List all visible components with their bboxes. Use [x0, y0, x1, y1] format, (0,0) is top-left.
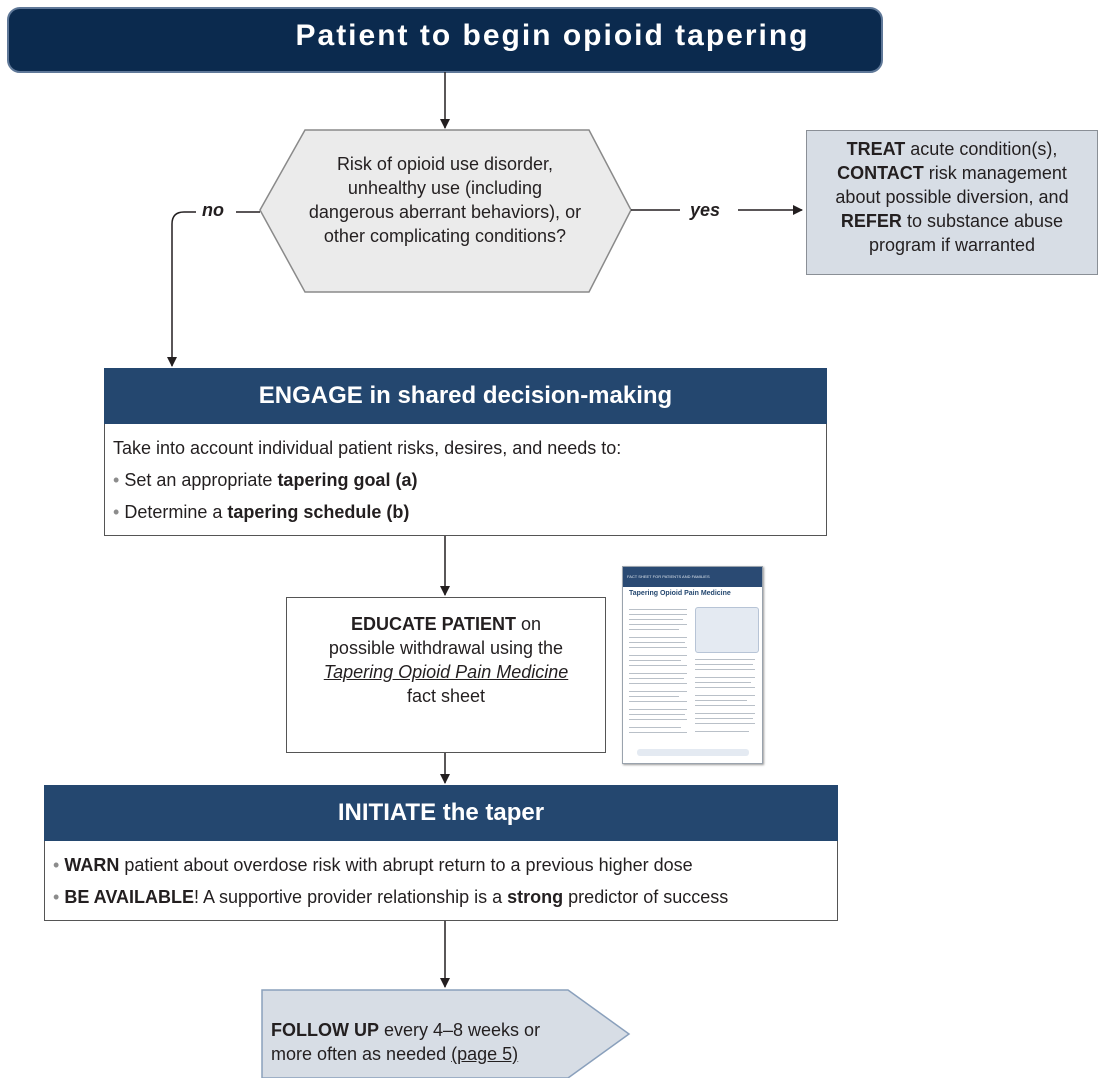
text-line [629, 637, 687, 638]
tapering-schedule-term: tapering schedule (b) [227, 502, 410, 522]
be-available-end: predictor of success [563, 887, 729, 907]
decision-question: Risk of opioid use disorder, unhealthy u… [272, 152, 618, 248]
text-line [695, 713, 755, 714]
decision-line: dangerous aberrant behaviors), or [308, 202, 582, 222]
text-line [629, 732, 687, 733]
text-line [629, 655, 687, 656]
text-line [629, 727, 681, 728]
page-title: Patient to begin opioid tapering [295, 19, 810, 52]
engage-bullet-1-text: Set an appropriate [124, 470, 278, 490]
text-line [629, 719, 687, 720]
text-line [629, 660, 681, 661]
text-line [695, 659, 755, 660]
fact-sheet-footer-bar [637, 749, 749, 756]
contact-text: risk management [923, 163, 1067, 183]
engage-bullet-1: • Set an appropriate tapering goal (a) [113, 464, 818, 496]
treat-text: acute condition(s), [905, 139, 1058, 159]
text-line [695, 677, 755, 678]
fact-sheet-link[interactable]: Tapering Opioid Pain Medicine [323, 662, 569, 682]
decision-line: unhealthy use (including [347, 178, 543, 198]
fact-sheet-header: FACT SHEET FOR PATIENTS AND FAMILIES [623, 567, 762, 587]
text-line [629, 665, 687, 666]
text-line [695, 669, 755, 670]
contact-keyword: CONTACT [837, 163, 924, 183]
yes-label: yes [690, 200, 721, 220]
follow-up-text: FOLLOW UP every 4–8 weeks or more often … [271, 1018, 601, 1066]
follow-up-keyword: FOLLOW UP [271, 1020, 379, 1040]
bullet-icon: • [113, 502, 120, 522]
educate-keyword: EDUCATE PATIENT [350, 614, 516, 634]
decision-hexagon [259, 129, 632, 293]
strong-keyword: strong [507, 887, 564, 907]
warn-text: patient about overdose risk with abrupt … [119, 855, 693, 875]
text-line [629, 691, 687, 692]
no-arrow [167, 211, 196, 367]
decision-line: Risk of opioid use disorder, [336, 154, 554, 174]
text-line [695, 664, 753, 665]
warn-keyword: WARN [64, 855, 120, 875]
refer-keyword: REFER [840, 211, 902, 231]
be-available-keyword: BE AVAILABLE [64, 887, 194, 907]
initiate-bullet-2: • BE AVAILABLE! A supportive provider re… [53, 881, 829, 913]
text-line [695, 695, 755, 696]
text-line [695, 731, 749, 732]
text-line [629, 619, 683, 620]
text-line [695, 705, 755, 706]
engage-panel: Take into account individual patient ris… [104, 424, 827, 536]
text-line [695, 687, 755, 688]
initiate-panel: • WARN patient about overdose risk with … [44, 841, 838, 921]
text-line [629, 714, 685, 715]
page-5-link[interactable]: (page 5) [451, 1044, 519, 1064]
follow-up-shape [261, 989, 631, 1078]
decision-line: other complicating conditions? [323, 226, 567, 246]
tapering-goal-term: tapering goal (a) [277, 470, 418, 490]
bullet-icon: • [113, 470, 120, 490]
follow-up-line-2: more often as needed [271, 1044, 452, 1064]
engage-bullet-2-text: Determine a [124, 502, 228, 522]
text-line [629, 624, 687, 625]
bullet-icon: • [53, 887, 60, 907]
engage-intro: Take into account individual patient ris… [113, 438, 622, 458]
text-line [629, 647, 687, 648]
no-label: no [202, 200, 224, 220]
be-available-text: ! A supportive provider relationship is … [194, 887, 508, 907]
engage-bullet-2: • Determine a tapering schedule (b) [113, 496, 818, 528]
fact-sheet-title: Tapering Opioid Pain Medicine [629, 590, 731, 597]
text-line [695, 723, 755, 724]
treat-keyword: TREAT [846, 139, 906, 159]
treat-line-3: about possible diversion, and [835, 187, 1069, 207]
text-line [695, 682, 751, 683]
fact-sheet-thumbnail[interactable]: FACT SHEET FOR PATIENTS AND FAMILIES Tap… [622, 566, 763, 764]
educate-line-2: possible withdrawal using the [328, 638, 564, 658]
text-line [629, 609, 687, 610]
text-line [629, 642, 685, 643]
text-line [629, 709, 687, 710]
text-line [629, 614, 687, 615]
follow-up-rest: every 4–8 weeks or [378, 1020, 541, 1040]
text-line [629, 696, 679, 697]
treat-line-5: program if warranted [868, 235, 1036, 255]
treat-box: TREAT acute condition(s), CONTACT risk m… [806, 130, 1098, 275]
educate-box: EDUCATE PATIENT on possible withdrawal u… [286, 597, 606, 753]
text-line [629, 629, 679, 630]
text-line [629, 678, 684, 679]
text-line [695, 700, 747, 701]
initiate-bullet-1: • WARN patient about overdose risk with … [53, 849, 829, 881]
educate-line-4: fact sheet [406, 686, 486, 706]
text-line [629, 701, 687, 702]
text-line [629, 683, 687, 684]
text-line [695, 718, 753, 719]
fact-sheet-callout [695, 607, 759, 653]
refer-text: to substance abuse [901, 211, 1064, 231]
initiate-heading: INITIATE the taper [44, 785, 838, 841]
bullet-icon: • [53, 855, 60, 875]
text-line [629, 673, 687, 674]
educate-text: on [515, 614, 542, 634]
engage-heading: ENGAGE in shared decision-making [104, 368, 827, 424]
